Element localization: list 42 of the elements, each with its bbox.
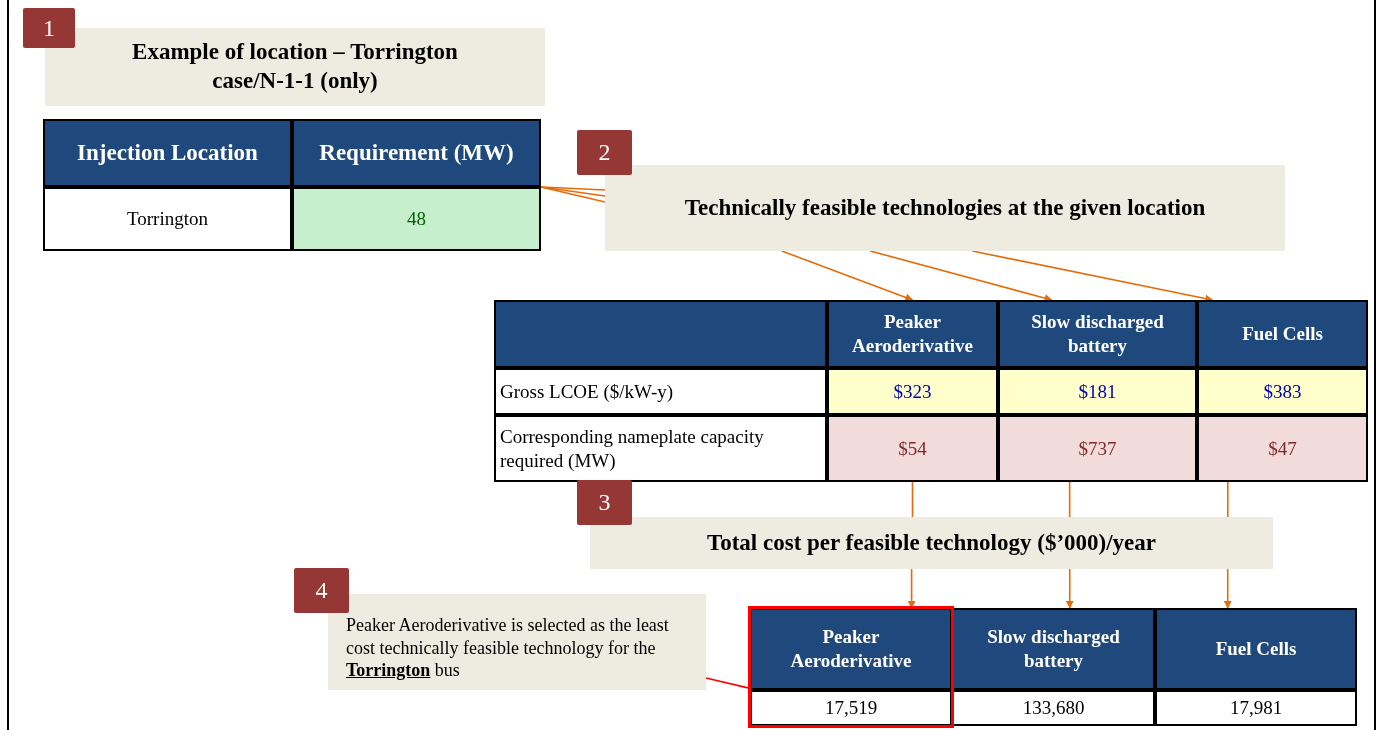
table-cell: $323 [827,368,998,415]
connector-line [540,186,606,197]
arrow [907,568,916,609]
table-cell: 17,519 [750,690,952,726]
column-header: Peaker Aeroderivative [827,300,998,368]
column-header: Requirement (MW) [292,119,541,187]
table-cell: 17,981 [1155,690,1357,726]
table-cell: $383 [1197,368,1368,415]
table-cell: $737 [998,415,1197,482]
callout-number: 4 [294,568,349,613]
row-header: Corresponding nameplate capacity required (MW) [494,415,827,482]
column-header: Fuel Cells [1197,300,1368,368]
row-header: Gross LCOE ($/kW-y) [494,368,827,415]
heading-box: Total cost per feasible technology ($’000)/year [590,517,1273,569]
table-cell: $47 [1197,415,1368,482]
column-header: Slow discharged battery [952,608,1155,690]
column-header: Injection Location [43,119,292,187]
connector-line [705,677,751,690]
table-cell: 48 [292,187,541,251]
table-cell: $54 [827,415,998,482]
note-box: Peaker Aeroderivative is selected as the least cost technically feasible technology for the Torrington bus [328,594,706,690]
arrow [971,250,1214,303]
table-header-cell [494,300,827,368]
callout-number: 3 [577,480,632,525]
connector-line [540,186,606,203]
arrow [1223,568,1232,609]
connector-line [911,481,914,518]
table-cell: $181 [998,368,1197,415]
callout-number: 1 [23,8,75,48]
column-header: Peaker Aeroderivative [750,608,952,690]
table-cell: 133,680 [952,690,1155,726]
arrow [1065,568,1074,609]
connector-line [540,186,606,191]
callout-number: 2 [577,130,632,175]
connector-line [1068,481,1071,518]
column-header: Fuel Cells [1155,608,1357,690]
connector-line [1227,481,1229,518]
table-cell: Torrington [43,187,292,251]
column-header: Slow discharged battery [998,300,1197,368]
heading-box: Technically feasible technologies at the given location [605,165,1285,251]
arrow [781,250,914,302]
arrow [869,250,1053,302]
